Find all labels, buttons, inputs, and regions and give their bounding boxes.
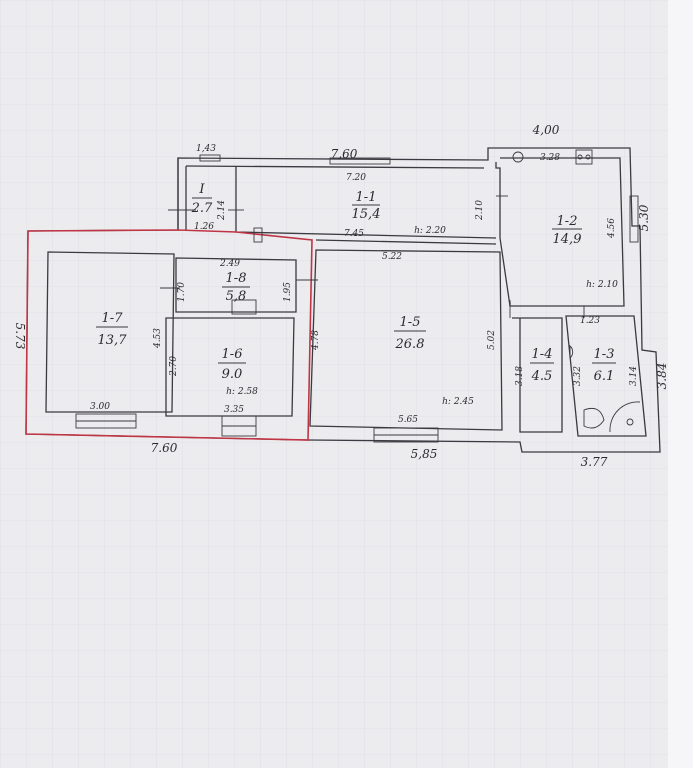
room-1-6-height: h: 2.58 bbox=[226, 387, 258, 397]
dim-right-upper-height: 5.30 bbox=[637, 204, 651, 231]
dim-bottom-left-width: 7.60 bbox=[151, 441, 178, 455]
room-id-1-6: 1-6 bbox=[222, 347, 243, 362]
room-area-1-3: 6.1 bbox=[594, 369, 615, 384]
room-1-3-dim-right: 3.14 bbox=[629, 366, 639, 386]
room-area-1-1: 15,4 bbox=[352, 207, 381, 222]
room-1-2-dim-top: 3.28 bbox=[540, 153, 560, 163]
room-1-3-dim-top: 1.23 bbox=[580, 316, 600, 326]
outer-walls bbox=[25, 147, 661, 453]
room-1-5-dim-left: 4.78 bbox=[311, 330, 321, 351]
room-area-1-5: 26.8 bbox=[395, 337, 425, 352]
room-area-1-4: 4.5 bbox=[531, 369, 553, 384]
room-1-5-height: h: 2.45 bbox=[442, 397, 474, 407]
room-1-1-height: h: 2.20 bbox=[414, 226, 446, 236]
windows bbox=[75, 154, 639, 443]
room-id-1-4: 1-4 bbox=[532, 347, 553, 362]
room-1-7-dim-side: 4.53 bbox=[153, 328, 163, 349]
dim-top-left-small: 1,43 bbox=[196, 144, 216, 154]
fixtures bbox=[512, 149, 641, 433]
room-1-2-height: h: 2.10 bbox=[586, 280, 618, 290]
room-1-5-dim-bottom: 5.65 bbox=[398, 415, 418, 425]
room-id-1-5: 1-5 bbox=[400, 315, 421, 330]
room-1-2-dim-side: 4.56 bbox=[607, 218, 617, 239]
dim-bottom-right-width: 3.77 bbox=[581, 455, 608, 469]
room-area-1-7: 13,7 bbox=[98, 333, 128, 348]
room-id-1-3: 1-3 bbox=[594, 347, 615, 362]
room-id-1-2: 1-2 bbox=[557, 214, 578, 229]
room-1-4-dim-side: 3.18 bbox=[515, 366, 525, 386]
room-id-1-7: 1-7 bbox=[102, 311, 124, 326]
room-1-8-dim-left: 1.70 bbox=[177, 282, 187, 302]
room-1-8-dim-top: 2.49 bbox=[219, 259, 240, 269]
room-area-1-2: 14,9 bbox=[553, 232, 582, 247]
room-1-1-dim-side: 2.10 bbox=[475, 200, 485, 221]
room-1-1-dim-bottom: 7.45 bbox=[344, 229, 364, 239]
room-1-5-dim-right: 5.02 bbox=[487, 330, 497, 350]
room-area-I: 2.7 bbox=[191, 201, 213, 216]
room-id-1-1: 1-1 bbox=[356, 190, 377, 205]
room-1-6-dim-side: 2.70 bbox=[169, 356, 179, 377]
room-1-6-dim-bottom: 3.35 bbox=[224, 405, 244, 415]
room-1-1-dim-top: 7.20 bbox=[346, 173, 366, 183]
room-area-1-6: 9.0 bbox=[222, 367, 243, 382]
room-1-5-dim-top: 5.22 bbox=[382, 252, 402, 262]
room-id-I: I bbox=[198, 182, 205, 197]
dim-right-top-width: 4,00 bbox=[532, 123, 560, 137]
door-marks bbox=[160, 195, 585, 318]
room-id-1-8: 1-8 bbox=[226, 271, 247, 286]
room-I-dim-width: 1.26 bbox=[194, 222, 214, 232]
room-1-7-dim-bottom: 3.00 bbox=[90, 402, 110, 412]
room-1-3-dim-left: 3.32 bbox=[573, 366, 583, 386]
dim-right-lower-height: 3.84 bbox=[655, 363, 669, 390]
dim-bottom-middle-width: 5,85 bbox=[411, 447, 438, 461]
room-I-dim-height: 2.14 bbox=[217, 200, 227, 221]
room-1-8-dim-right: 1.95 bbox=[283, 282, 293, 302]
dim-left-height: 5.73 bbox=[13, 323, 27, 350]
highlight-boundary bbox=[25, 229, 313, 441]
dim-top-width: 7,60 bbox=[331, 147, 358, 161]
room-area-1-8: 5,8 bbox=[226, 289, 247, 304]
